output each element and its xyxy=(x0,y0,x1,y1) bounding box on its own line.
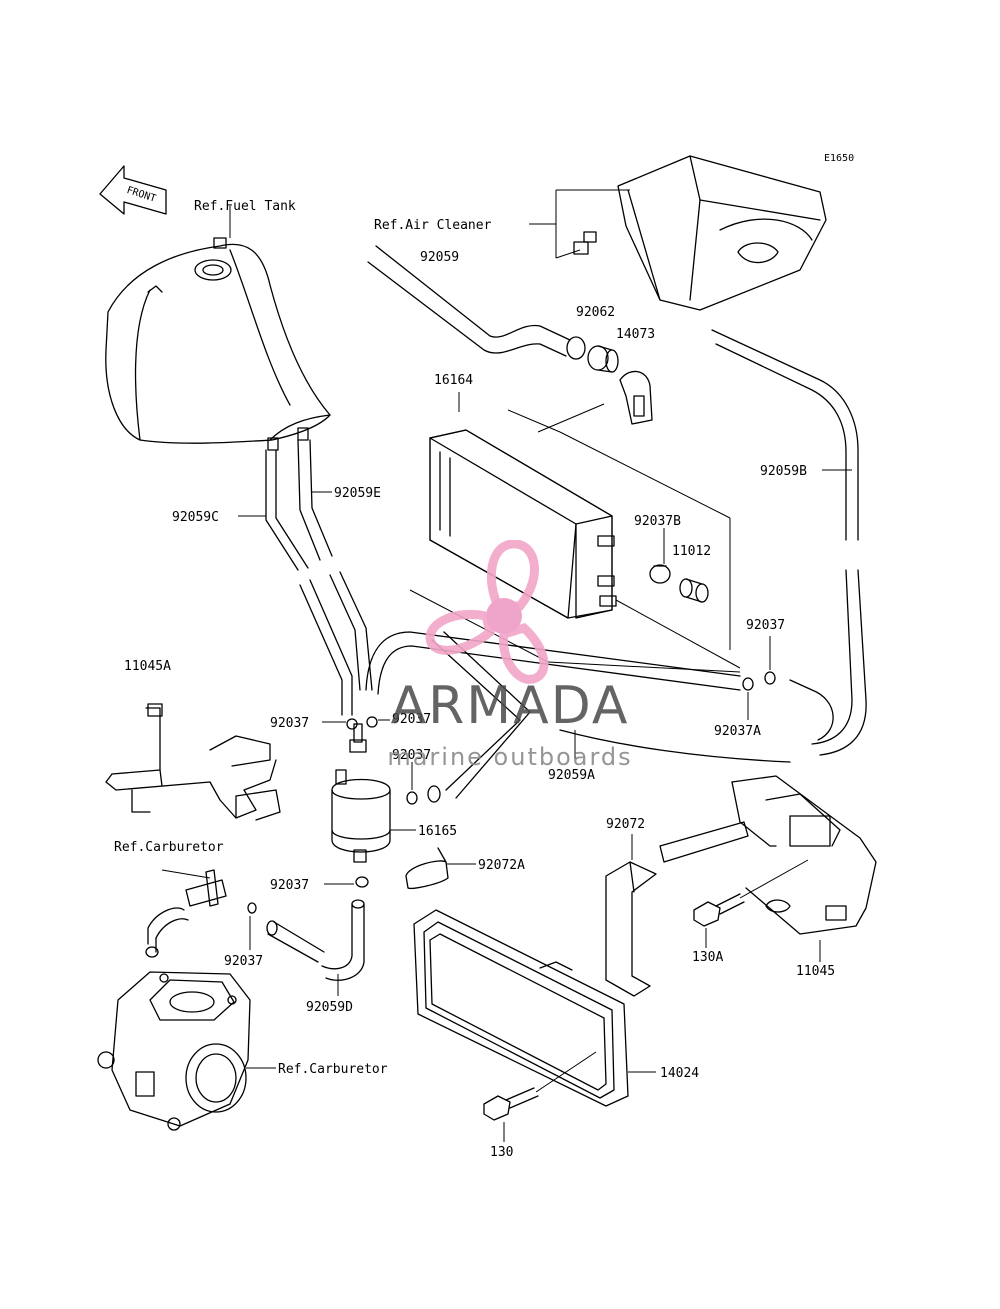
label-16164: 16164 xyxy=(434,373,473,388)
hose-92059 xyxy=(367,245,586,360)
clamp-92037-low xyxy=(406,791,418,805)
watermark-subtitle: marine outboards xyxy=(387,743,633,771)
label-92072: 92072 xyxy=(606,817,645,832)
label-16165: 16165 xyxy=(418,824,457,839)
clamp-92037-right xyxy=(764,671,776,685)
fuel-tank xyxy=(105,237,331,451)
hose-92059C xyxy=(265,449,353,716)
cap-11012 xyxy=(679,578,709,603)
label-130A: 130A xyxy=(692,950,723,965)
label-92037B: 92037B xyxy=(634,514,681,529)
bolt-130 xyxy=(483,1087,539,1121)
label-92062: 92062 xyxy=(576,305,615,320)
label-92072A: 92072A xyxy=(478,858,525,873)
hose-92059E xyxy=(297,439,373,691)
label-92059E: 92059E xyxy=(334,486,381,501)
hose-92059B xyxy=(711,329,867,756)
tray-14024 xyxy=(413,909,629,1107)
carburetor-fitting xyxy=(145,869,227,958)
hose-92059A xyxy=(365,631,791,803)
watermark-title: ARMADA xyxy=(390,676,630,736)
label-14024: 14024 xyxy=(660,1066,699,1081)
label-11045A: 11045A xyxy=(124,659,171,674)
clamp-92037A xyxy=(742,677,754,691)
label-ref-carburetor-top: Ref.Carburetor xyxy=(114,840,224,855)
bracket-11045A xyxy=(105,703,281,821)
label-ref-carburetor-bottom: Ref.Carburetor xyxy=(278,1062,388,1077)
label-92037-low: 92037 xyxy=(392,748,431,763)
canister-16164 xyxy=(429,429,617,619)
clamp-92037-left xyxy=(346,718,358,730)
label-92059A: 92059A xyxy=(548,768,595,783)
clip-14073 xyxy=(619,370,653,425)
fuel-filter-16165 xyxy=(331,723,391,863)
label-92037-bottom: 92037 xyxy=(270,878,309,893)
front-label: FRONT xyxy=(125,185,157,205)
label-14073: 14073 xyxy=(616,327,655,342)
label-92059: 92059 xyxy=(420,250,459,265)
clamp-92037-carb xyxy=(247,902,257,914)
front-arrow-icon: FRONT xyxy=(99,165,167,215)
collar-92062 xyxy=(587,345,619,373)
label-92037-carb: 92037 xyxy=(224,954,263,969)
clamp-92072A xyxy=(405,847,449,890)
label-92059B: 92059B xyxy=(760,464,807,479)
bolt-130A xyxy=(693,893,745,927)
label-92037-left: 92037 xyxy=(270,716,309,731)
bracket-92072 xyxy=(605,861,657,997)
label-130: 130 xyxy=(490,1145,513,1160)
clamp-92037-bottom xyxy=(355,876,369,888)
label-11045: 11045 xyxy=(796,964,835,979)
label-ref-air-cleaner: Ref.Air Cleaner xyxy=(374,218,492,233)
clamp-92037B xyxy=(649,564,671,584)
air-cleaner xyxy=(573,155,827,311)
bracket-11045 xyxy=(659,775,877,935)
label-92059D: 92059D xyxy=(306,1000,353,1015)
carburetor-body xyxy=(97,971,251,1131)
label-11012: 11012 xyxy=(672,544,711,559)
diagram-code: E1650 xyxy=(824,153,854,164)
label-92059C: 92059C xyxy=(172,510,219,525)
hose-92059D xyxy=(266,899,365,981)
label-ref-fuel-tank: Ref.Fuel Tank xyxy=(194,199,296,214)
label-92037-right: 92037 xyxy=(746,618,785,633)
clamp-92037-mid xyxy=(366,716,378,728)
label-92037A: 92037A xyxy=(714,724,761,739)
label-92037-mid: 92037 xyxy=(392,712,431,727)
